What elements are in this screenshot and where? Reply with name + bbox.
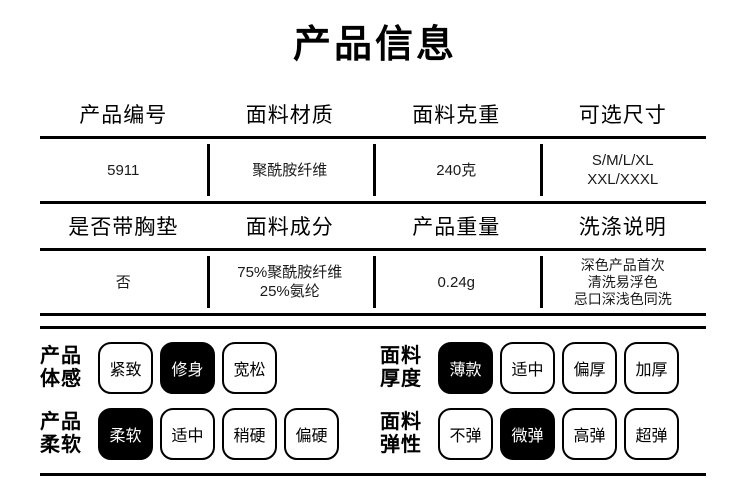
attribute-group: 面料 弹性不弹微弹高弹超弹	[380, 408, 706, 460]
option-pill[interactable]: 适中	[500, 342, 555, 394]
option-pill[interactable]: 超弹	[624, 408, 679, 460]
spec-rule	[40, 201, 706, 204]
attribute-label: 面料 弹性	[380, 411, 422, 456]
spec-header-cell: 产品重量	[412, 216, 501, 239]
spec-value-cell: 聚酰胺纤维	[206, 139, 374, 201]
spec-value-cell: 否	[40, 251, 207, 313]
attribute-label: 产品 柔软	[40, 411, 82, 456]
attribute-label: 面料 厚度	[380, 345, 422, 390]
spec-header-row: 产品编号 面料材质 面料克重 可选尺寸	[40, 92, 706, 136]
attribute-options: 薄款适中偏厚加厚	[438, 342, 679, 394]
spec-header-cell: 面料材质	[245, 104, 334, 127]
option-pill[interactable]: 紧致	[98, 342, 153, 394]
attribute-row: 产品 体感紧致修身宽松面料 厚度薄款适中偏厚加厚	[40, 335, 706, 401]
option-pill-selected[interactable]: 柔软	[98, 408, 153, 460]
spec-value-cell: 240克	[373, 139, 540, 201]
option-pill[interactable]: 稍硬	[222, 408, 277, 460]
spec-header-cell: 洗涤说明	[578, 216, 667, 239]
attr-top-rule	[40, 326, 706, 329]
spec-header-cell: 可选尺寸	[578, 104, 667, 127]
spec-blocks: 产品编号 面料材质 面料克重 可选尺寸 5911 聚酰胺纤维 240克 S/M/L/XL XXL…	[40, 92, 706, 316]
attribute-row: 产品 柔软柔软适中稍硬偏硬面料 弹性不弹微弹高弹超弹	[40, 401, 706, 467]
spec-value-line: 否	[115, 273, 131, 291]
attribute-rows: 产品 体感紧致修身宽松面料 厚度薄款适中偏厚加厚产品 柔软柔软适中稍硬偏硬面料 …	[40, 329, 706, 473]
spec-value-line: S/M/L/XL	[591, 152, 654, 169]
spec-header-cell: 是否带胸垫	[68, 216, 179, 239]
option-pill-selected[interactable]: 修身	[160, 342, 215, 394]
spec-header-cell: 面料成分	[245, 216, 334, 239]
spec-value-line: 深色产品首次	[580, 256, 665, 273]
attribute-options: 柔软适中稍硬偏硬	[98, 408, 339, 460]
spec-value-cell: 5911	[40, 139, 207, 201]
option-pill[interactable]: 宽松	[222, 342, 277, 394]
spec-value-row: 否 75%聚酰胺纤维 25%氨纶 0.24g 深色产品首次清洗易浮色忌口深浅色同洗	[40, 251, 706, 313]
option-pill[interactable]: 加厚	[624, 342, 679, 394]
spec-value-cell: 0.24g	[373, 251, 540, 313]
spec-value-row: 5911 聚酰胺纤维 240克 S/M/L/XL XXL/XXXL	[40, 139, 706, 201]
spec-value-line: 忌口深浅色同洗	[573, 290, 672, 307]
spec-value-line: XXL/XXXL	[587, 171, 659, 188]
option-pill-selected[interactable]: 微弹	[500, 408, 555, 460]
spec-value-line: 0.24g	[437, 273, 476, 291]
spec-value-line: 5911	[107, 161, 140, 179]
attribute-options: 不弹微弹高弹超弹	[438, 408, 679, 460]
spec-header-cell: 产品编号	[79, 104, 168, 127]
spec-rule	[40, 248, 706, 251]
option-pill-selected[interactable]: 薄款	[438, 342, 493, 394]
attribute-label: 产品 体感	[40, 345, 82, 390]
spec-value-line: 25%氨纶	[259, 283, 320, 300]
option-pill[interactable]: 高弹	[562, 408, 617, 460]
spec-value-cell: S/M/L/XL XXL/XXXL	[539, 139, 707, 201]
spec-value-line: 75%聚酰胺纤维	[237, 264, 343, 281]
spec-value-cell: 深色产品首次清洗易浮色忌口深浅色同洗	[539, 251, 707, 313]
attribute-group: 产品 体感紧致修身宽松	[40, 342, 380, 394]
spec-header-cell: 面料克重	[412, 104, 501, 127]
option-pill[interactable]: 偏厚	[562, 342, 617, 394]
spec-header-row: 是否带胸垫 面料成分 产品重量 洗涤说明	[40, 204, 706, 248]
spec-rule	[40, 136, 706, 139]
spec-value-cell: 75%聚酰胺纤维 25%氨纶	[206, 251, 374, 313]
spec-table: 产品编号 面料材质 面料克重 可选尺寸 5911 聚酰胺纤维 240克 S/M/L/XL XXL…	[40, 92, 706, 316]
attribute-group: 产品 柔软柔软适中稍硬偏硬	[40, 408, 380, 460]
spec-value-line: 240克	[436, 161, 477, 179]
spec-value-line: 聚酰胺纤维	[252, 161, 328, 179]
page-title: 产品信息	[292, 24, 457, 66]
option-pill[interactable]: 适中	[160, 408, 215, 460]
option-pill[interactable]: 不弹	[438, 408, 493, 460]
attribute-group: 面料 厚度薄款适中偏厚加厚	[380, 342, 706, 394]
spec-rule	[40, 313, 706, 316]
attribute-options: 紧致修身宽松	[98, 342, 277, 394]
attribute-section: 产品 体感紧致修身宽松面料 厚度薄款适中偏厚加厚产品 柔软柔软适中稍硬偏硬面料 …	[40, 326, 706, 476]
attr-bottom-rule	[40, 473, 706, 476]
option-pill[interactable]: 偏硬	[284, 408, 339, 460]
spec-value-line: 清洗易浮色	[587, 273, 658, 290]
